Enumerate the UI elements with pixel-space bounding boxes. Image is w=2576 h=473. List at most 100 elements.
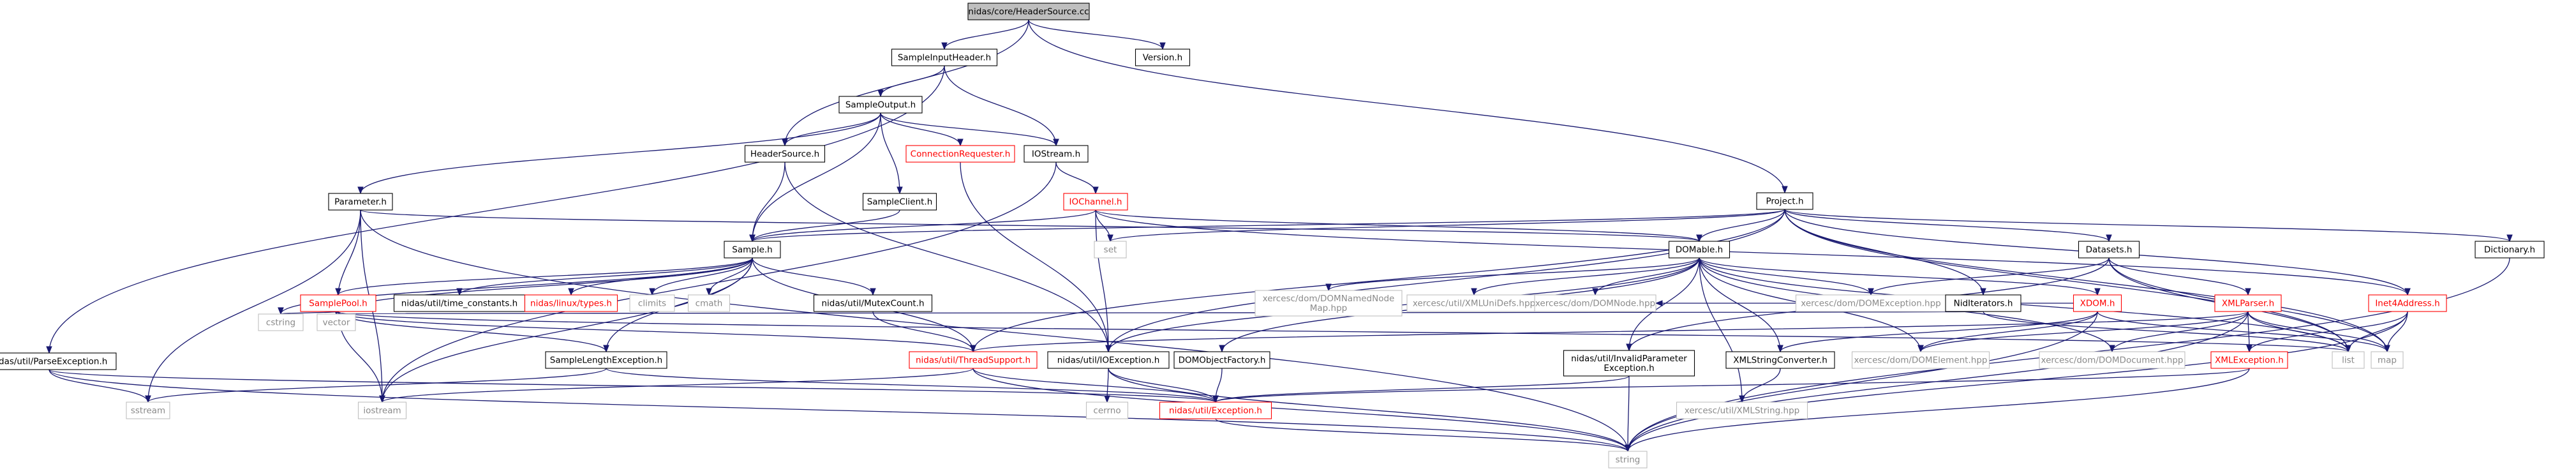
edge-domable-to-domnamednodemap — [1329, 257, 1700, 291]
edge-iostreamh-to-iochannel — [1055, 161, 1096, 194]
node-iostreamh[interactable]: IOStream.h — [1024, 145, 1089, 163]
node-box-threadsupport — [909, 351, 1038, 369]
node-map: map — [2371, 351, 2404, 369]
node-sampleh[interactable]: Sample.h — [724, 241, 781, 259]
node-version[interactable]: Version.h — [1135, 49, 1191, 66]
node-xmlunidefs: xercesc/util/XMLUniDefs.hpp — [1406, 294, 1542, 312]
node-xmlexception[interactable]: XMLException.h — [2210, 351, 2288, 369]
node-label-domexception: xercesc/dom/DOMException.hpp — [1801, 299, 1941, 309]
node-cmath: cmath — [687, 294, 731, 312]
node-xmlstring: xercesc/util/XMLString.hpp — [1676, 402, 1808, 419]
node-box-domdocument — [2039, 351, 2185, 369]
node-timeconst[interactable]: nidas/util/time_constants.h — [393, 294, 526, 312]
node-project[interactable]: Project.h — [1756, 192, 1813, 210]
edge-sampleinputheader-to-parseexception — [49, 65, 945, 353]
edge-sampleoutput-to-connreq — [880, 112, 960, 146]
node-datasets[interactable]: Datasets.h — [2078, 241, 2140, 259]
node-threadsupport[interactable]: nidas/util/ThreadSupport.h — [909, 351, 1038, 369]
edge-samplepool-to-samplelengthexc — [338, 311, 606, 352]
node-exception[interactable]: nidas/util/Exception.h — [1159, 402, 1272, 419]
node-box-sampleinputheader — [891, 49, 998, 66]
node-box-vector — [316, 313, 356, 331]
edge-inet4address-to-map — [2387, 311, 2408, 352]
node-domable[interactable]: DOMable.h — [1668, 241, 1731, 259]
node-linuxtypes[interactable]: nidas/linux/types.h — [524, 294, 618, 312]
edge-sampleoutput-to-sampleclient — [880, 112, 900, 193]
edge-sampleinputheader-to-iostreamh — [944, 65, 1056, 146]
node-ioexception[interactable]: nidas/util/IOException.h — [1047, 351, 1170, 369]
node-box-sampleoutput — [838, 96, 923, 114]
node-label-climits: climits — [638, 299, 666, 309]
node-xdom[interactable]: XDOM.h — [2073, 294, 2122, 312]
edge-ioexception-to-exception — [1108, 368, 1216, 403]
node-samplepool[interactable]: SamplePool.h — [300, 294, 376, 312]
node-set: set — [1094, 241, 1127, 259]
node-samplelengthexc[interactable]: SampleLengthException.h — [545, 351, 667, 369]
node-label-iostream: iostream — [363, 406, 401, 416]
edge-iochannel-to-sampleh — [752, 209, 1096, 242]
node-label-sampleh: Sample.h — [732, 245, 772, 255]
node-box-samplepool — [300, 294, 376, 312]
edge-samplepool-to-list — [338, 311, 2348, 352]
node-mutexcount[interactable]: nidas/util/MutexCount.h — [813, 294, 933, 312]
node-sampleclient[interactable]: SampleClient.h — [862, 193, 937, 211]
node-box-cmath — [687, 294, 731, 312]
node-label-sampleoutput: SampleOutput.h — [845, 100, 916, 110]
edge-domable-to-domnode — [1595, 257, 1700, 296]
node-label-xmlunidefs: xercesc/util/XMLUniDefs.hpp — [1413, 299, 1535, 309]
node-headersourceh[interactable]: HeaderSource.h — [744, 145, 826, 163]
edge-domable-to-invalidparam — [1629, 257, 1700, 350]
edge-iochannel-to-set — [1095, 209, 1110, 241]
edge-sampleh-to-mutexcount — [752, 257, 873, 296]
node-sampleoutput[interactable]: SampleOutput.h — [838, 96, 923, 114]
edge-xdom-to-map — [2097, 311, 2387, 352]
edge-domable-to-xdom — [1699, 257, 2097, 296]
node-xmlstringconv[interactable]: XMLStringConverter.h — [1725, 351, 1835, 369]
node-iochannel[interactable]: IOChannel.h — [1063, 193, 1128, 211]
edge-sampleh-to-samplepool — [338, 257, 753, 296]
node-inet4address[interactable]: Inet4Address.h — [2368, 294, 2447, 312]
edge-samplepool-to-cstring — [281, 312, 339, 315]
node-niditerators[interactable]: NidIterators.h — [1945, 294, 2021, 312]
edge-iochannel-to-domable — [1095, 209, 1699, 242]
node-label-xmlexception: XMLException.h — [2215, 356, 2284, 366]
node-domobjectfactory[interactable]: DOMObjectFactory.h — [1173, 351, 1270, 369]
node-label-headersourceh: HeaderSource.h — [750, 149, 819, 160]
node-box-domable — [1668, 241, 1731, 259]
node-box-headersourceh — [744, 145, 826, 163]
node-dictionary[interactable]: Dictionary.h — [2475, 241, 2545, 259]
node-parseexception[interactable]: nidas/util/ParseException.h — [0, 352, 117, 370]
node-box-parameter — [328, 193, 393, 211]
node-box-version — [1135, 49, 1191, 66]
node-label-map: map — [2378, 356, 2397, 366]
edge-xmlparser-to-map — [2247, 311, 2387, 352]
dependency-nodes: nidas/core/HeaderSource.ccSampleInputHea… — [0, 3, 2545, 469]
edge-connreq-to-ioexception — [960, 161, 1108, 352]
node-label-mutexcount: nidas/util/MutexCount.h — [821, 299, 924, 309]
node-box-iostream — [357, 402, 407, 419]
edge-threadsupport-to-iostream — [382, 368, 974, 403]
node-label-domable: DOMable.h — [1676, 245, 1723, 255]
node-label-ioexception: nidas/util/IOException.h — [1057, 356, 1160, 366]
node-label-xdom: XDOM.h — [2080, 299, 2115, 309]
node-label-set: set — [1104, 245, 1117, 255]
edge-invalidparam-to-exception — [1216, 375, 1630, 403]
edge-project-to-set — [1110, 209, 1785, 242]
edge-root-to-version — [1028, 19, 1163, 50]
node-box-domnamednodemap — [1254, 290, 1403, 317]
node-box-map — [2371, 351, 2404, 369]
node-sampleinputheader[interactable]: SampleInputHeader.h — [891, 49, 998, 66]
edge-sampleoutput-to-iostreamh — [880, 112, 1056, 146]
node-xmlparser[interactable]: XMLParser.h — [2214, 294, 2282, 312]
node-parameter[interactable]: Parameter.h — [328, 193, 393, 211]
node-label-niditerators: NidIterators.h — [1954, 299, 2013, 309]
node-root[interactable]: nidas/core/HeaderSource.cc — [967, 3, 1090, 20]
node-label-domobjectfactory: DOMObjectFactory.h — [1179, 356, 1266, 366]
edge-ioexception-to-cerrno — [1107, 368, 1108, 402]
edge-sampleh-to-iostream — [382, 257, 753, 402]
node-label-threadsupport: nidas/util/ThreadSupport.h — [916, 356, 1031, 366]
edge-project-to-sampleh — [752, 209, 1785, 242]
node-connreq[interactable]: ConnectionRequester.h — [905, 145, 1015, 163]
node-box-list — [2332, 351, 2365, 369]
